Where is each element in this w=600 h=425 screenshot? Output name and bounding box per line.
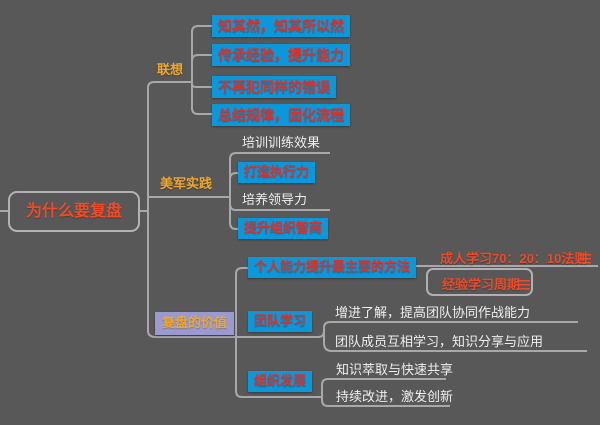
- notes-icon[interactable]: [578, 254, 591, 264]
- topic-personal-growth-method[interactable]: 个人能力提升最主要的方法: [248, 257, 417, 278]
- topic-continuous-improvement[interactable]: 持续改进，激发创新: [336, 389, 454, 404]
- topic-org-iq[interactable]: 提升组织智商: [238, 218, 329, 239]
- root-topic[interactable]: 为什么要复盘: [8, 191, 140, 232]
- topic-team-understanding[interactable]: 增进了解，提高团队协同作战能力: [335, 305, 531, 320]
- topic-702010-rule[interactable]: 成人学习70：20：10法则: [440, 251, 588, 266]
- topic-execution[interactable]: 打造执行力: [238, 162, 316, 183]
- topic-summarize-rules[interactable]: 总结规律，固化流程: [212, 104, 350, 127]
- topic-experience-learning-cycle[interactable]: 经验学习周期: [442, 277, 521, 292]
- topic-team-learning[interactable]: 团队学习: [248, 311, 313, 332]
- selection-outline: [426, 268, 533, 296]
- branch-lianxiang[interactable]: 联想: [157, 62, 184, 77]
- branch-us-army-practice[interactable]: 美军实践: [160, 176, 213, 191]
- topic-pass-experience[interactable]: 传承经验，提升能力: [212, 44, 350, 67]
- topic-knowledge-sharing[interactable]: 团队成员互相学习，知识分享与应用: [335, 334, 544, 349]
- topic-leadership[interactable]: 培养领导力: [242, 192, 308, 207]
- notes-icon[interactable]: [517, 280, 530, 290]
- topic-training-effect[interactable]: 培训训练效果: [242, 135, 321, 150]
- branch-review-value[interactable]: 复盘的价值: [155, 312, 235, 335]
- topic-org-development[interactable]: 组织发展: [248, 371, 313, 392]
- topic-know-why[interactable]: 知其然，知其所以然: [212, 15, 350, 38]
- topic-avoid-mistakes[interactable]: 不再犯同样的错误: [212, 76, 336, 99]
- topic-knowledge-extraction[interactable]: 知识萃取与快速共享: [336, 362, 454, 377]
